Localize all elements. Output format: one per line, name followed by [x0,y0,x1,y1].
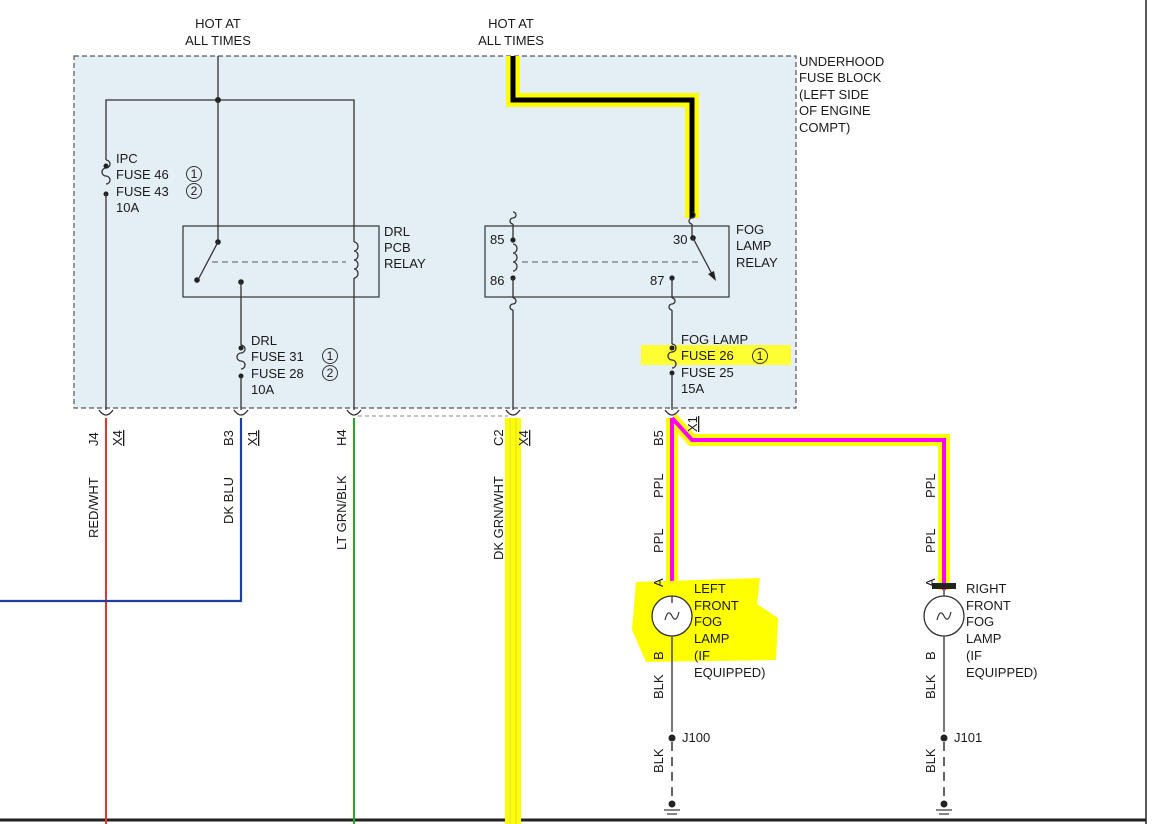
fuse-block-line3: (LEFT SIDE [799,87,869,102]
left-pin-a: A [651,578,666,587]
hot-right-line1: HOT AT [488,16,534,31]
ipc-note-2: 2 [191,184,198,198]
right-lamp-line6: EQUIPPED) [966,665,1038,680]
hot-left-line1: HOT AT [195,16,241,31]
fuse-block-line1: UNDERHOOD [799,54,884,69]
fog-fuse-line1: FUSE 26 [681,348,734,363]
wire-label-lt-grn-blk: LT GRN/BLK [334,475,349,550]
drl-note-2: 2 [327,366,334,380]
right-lamp-line5: (IF [966,648,982,663]
pin-j4: J4 [86,432,101,446]
hot-right-line2: ALL TIMES [478,33,544,48]
right-ppl-2: PPL [923,528,938,553]
conn-x1-b: X1 [685,416,700,432]
left-fog-lamp [651,595,693,815]
drl-note-1: 1 [327,349,334,363]
conn-x1-a: X1 [245,430,260,446]
fog-fuse-name: FOG LAMP [681,332,748,347]
left-pin-b: B [651,651,666,660]
connector-arcs [98,409,680,416]
drl-fuse-rating: 10A [251,382,274,397]
right-pin-a: A [923,578,938,587]
drl-fuse-name: DRL [251,333,277,348]
fuse-block-line4: OF ENGINE [799,103,871,118]
fog-relay-line1: FOG [736,222,764,237]
drl-relay-line1: DRL [384,224,410,239]
wire-label-dk-grn-wht: DK GRN/WHT [491,476,506,560]
conn-x4-b: X4 [516,430,531,446]
right-blk-2: BLK [923,748,938,773]
conn-x4-a: X4 [110,430,125,446]
ipc-fuse-line1: FUSE 46 [116,167,169,182]
pin-b5: B5 [651,430,666,446]
note-circles [186,166,768,381]
splice-j101: J101 [954,730,982,745]
left-lamp-line2: FRONT [694,598,739,613]
right-ppl-1: PPL [923,473,938,498]
ipc-note-1: 1 [191,167,198,181]
left-lamp-line5: (IF [694,648,710,663]
left-blk-2: BLK [651,748,666,773]
ipc-fuse-name: IPC [116,151,138,166]
fog-fuse-rating: 15A [681,381,704,396]
drl-circuit [101,56,380,410]
right-blk-1: BLK [923,674,938,699]
drl-fuse-line1: FUSE 31 [251,349,304,364]
fog-relay-line2: LAMP [736,238,771,253]
drl-relay-box [182,225,380,298]
fog-relay-box [484,225,730,298]
right-lamp-line3: FOG [966,614,994,629]
hot-left-line2: ALL TIMES [185,33,251,48]
pin-h4: H4 [334,429,349,446]
splice-j100: J100 [682,730,710,745]
left-lamp-line4: LAMP [694,631,729,646]
left-lamp-line6: EQUIPPED) [694,665,766,680]
fog-relay-line3: RELAY [736,255,778,270]
left-ppl-2: PPL [651,528,666,553]
right-lamp-line2: FRONT [966,598,1011,613]
left-blk-1: BLK [651,674,666,699]
left-lamp-line3: FOG [694,614,722,629]
drl-relay-line2: PCB [384,240,411,255]
wire-label-red-wht: RED/WHT [86,477,101,538]
right-fog-lamp [923,583,965,815]
fog-relay-pin87: 87 [650,273,664,288]
drl-fuse-line2: FUSE 28 [251,366,304,381]
pin-c2: C2 [491,429,506,446]
drl-relay-line3: RELAY [384,256,426,271]
left-ppl-1: PPL [651,473,666,498]
ipc-fuse-line2: FUSE 43 [116,184,169,199]
wire-dk-grn-wht-highlight [505,418,521,824]
fog-note-1: 1 [757,349,764,363]
wire-label-dk-blu: DK BLU [221,477,236,524]
labels: HOT AT ALL TIMES HOT AT ALL TIMES UNDERH… [86,16,1038,773]
pin-b3: B3 [221,430,236,446]
right-lamp-line1: RIGHT [966,581,1007,596]
wire-dk-blu [0,418,243,603]
fog-relay-pin86: 86 [490,273,504,288]
left-lamp-line1: LEFT [694,581,726,596]
fog-relay-pin30: 30 [673,232,687,247]
fuse-block-line5: COMPT) [799,120,850,135]
ipc-fuse-rating: 10A [116,200,139,215]
fog-relay-pin85: 85 [490,232,504,247]
fuse-block-line2: FUSE BLOCK [799,70,882,85]
wire-ppl-right [670,416,946,590]
right-pin-b: B [923,651,938,660]
right-lamp-line4: LAMP [966,631,1001,646]
fog-fuse-line2: FUSE 25 [681,365,734,380]
